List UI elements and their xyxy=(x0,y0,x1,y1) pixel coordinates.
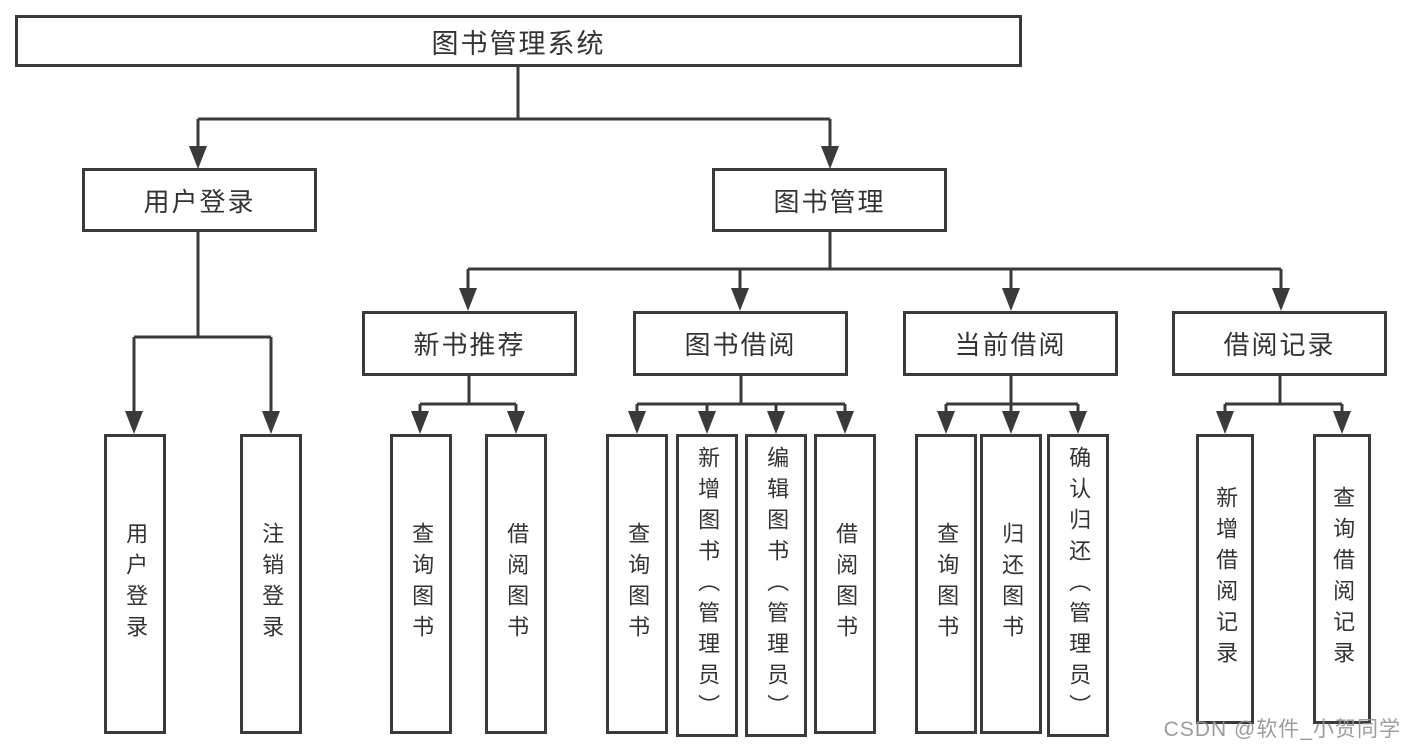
leaf-label: 用户登录 xyxy=(123,522,149,646)
node-label: 当前借阅 xyxy=(954,330,1067,360)
leaf-add-borrow-record: 新增借阅记录 xyxy=(1196,434,1254,724)
leaf-label: 借阅图书 xyxy=(833,522,859,646)
leaf-query-books-3: 查询图书 xyxy=(915,434,977,734)
leaf-query-books-1: 查询图书 xyxy=(390,434,452,734)
leaf-query-borrow-record: 查询借阅记录 xyxy=(1313,434,1371,724)
node-book-borrowing: 图书借阅 xyxy=(633,311,848,376)
leaf-user-login: 用户登录 xyxy=(104,434,166,734)
leaf-label: 查询借阅记录 xyxy=(1330,486,1356,672)
leaf-label: 归还图书 xyxy=(999,522,1025,646)
leaf-label: 新增借阅记录 xyxy=(1213,486,1239,672)
node-book-management: 图书管理 xyxy=(712,168,947,232)
leaf-label: 查询图书 xyxy=(625,522,651,646)
leaf-label: 编辑图书（管理员） xyxy=(764,446,790,725)
leaf-add-books-admin: 新增图书（管理员） xyxy=(676,434,738,737)
node-label: 新书推荐 xyxy=(413,330,526,360)
leaf-label: 查询图书 xyxy=(934,522,960,646)
leaf-borrow-books-1: 借阅图书 xyxy=(485,434,547,734)
node-user-login: 用户登录 xyxy=(82,168,317,232)
leaf-borrow-books-2: 借阅图书 xyxy=(814,434,876,734)
node-new-book-recommend: 新书推荐 xyxy=(362,311,577,376)
leaf-return-books: 归还图书 xyxy=(980,434,1042,734)
leaf-logout: 注销登录 xyxy=(240,434,302,734)
leaf-edit-books-admin: 编辑图书（管理员） xyxy=(745,434,807,737)
leaf-label: 查询图书 xyxy=(409,522,435,646)
csdn-watermark: CSDN @软件_小贺同学 xyxy=(1163,718,1401,741)
leaf-label: 确认归还（管理员） xyxy=(1066,446,1092,725)
node-label: 图书管理系统 xyxy=(431,28,606,59)
node-label: 图书管理 xyxy=(773,186,886,217)
leaf-label: 注销登录 xyxy=(259,522,285,646)
node-label: 借阅记录 xyxy=(1223,330,1336,360)
leaf-query-books-2: 查询图书 xyxy=(606,434,668,734)
leaf-label: 新增图书（管理员） xyxy=(695,446,721,725)
node-current-borrowing: 当前借阅 xyxy=(903,311,1118,376)
node-library-management-system: 图书管理系统 xyxy=(15,15,1022,67)
node-borrowing-records: 借阅记录 xyxy=(1172,311,1387,376)
node-label: 用户登录 xyxy=(143,186,256,217)
leaf-label: 借阅图书 xyxy=(504,522,530,646)
leaf-confirm-return-admin: 确认归还（管理员） xyxy=(1047,434,1109,737)
node-label: 图书借阅 xyxy=(684,330,797,360)
